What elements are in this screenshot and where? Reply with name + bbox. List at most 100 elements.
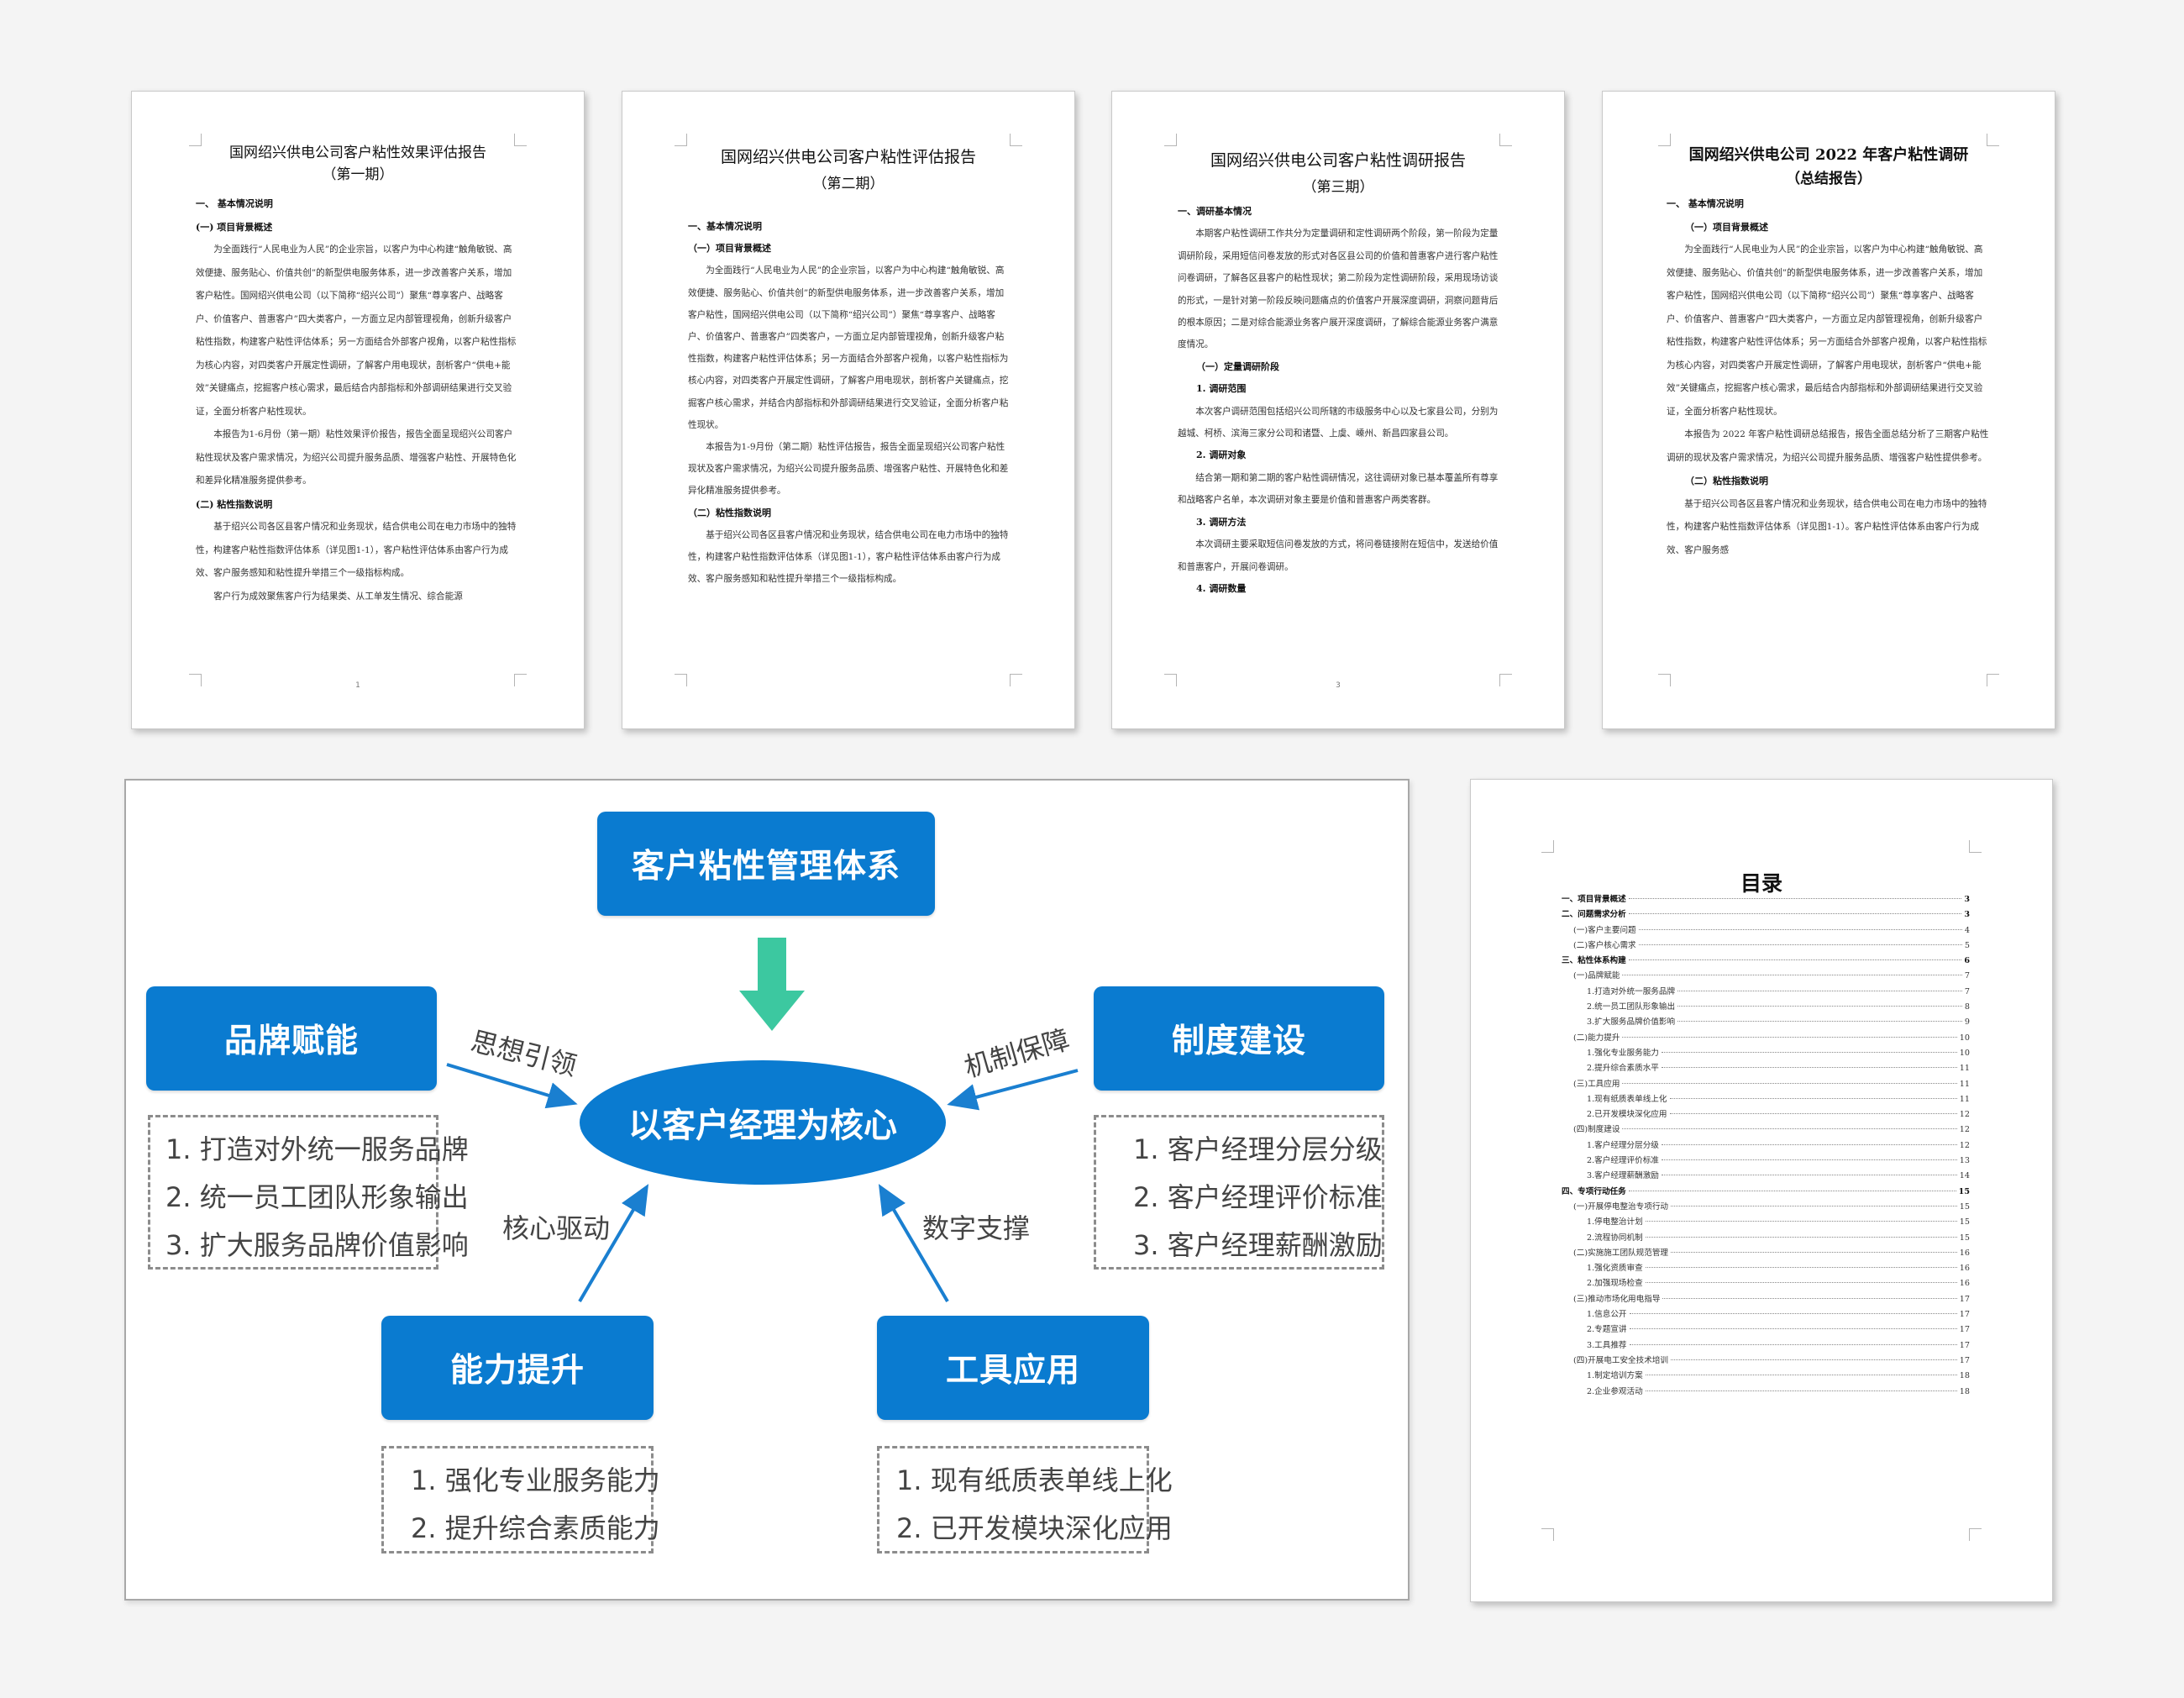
crop-mark bbox=[1541, 840, 1554, 853]
toc-entry-text: (二)实施施工团队规范管理 bbox=[1573, 1248, 1669, 1258]
crop-mark bbox=[1499, 674, 1512, 686]
toc-entry-text: 1.现有纸质表单线上化 bbox=[1587, 1094, 1667, 1104]
toc-entry-page: 5 bbox=[1964, 940, 1970, 950]
paragraph: 为全面践行“人民电业为人民”的企业宗旨，以客户为中心构建“触角敏锐、高效便捷、服… bbox=[196, 244, 517, 417]
page-number: 3 bbox=[1336, 681, 1341, 690]
title-line: 国网绍兴供电公司客户粘性调研报告 bbox=[1210, 151, 1466, 170]
toc-entry-page: 13 bbox=[1959, 1156, 1970, 1166]
toc-entry-text: 一、项目背景概述 bbox=[1562, 895, 1626, 904]
toc-entry-page: 6 bbox=[1964, 956, 1970, 966]
toc-entry-text: 1.打造对外统一服务品牌 bbox=[1587, 986, 1676, 996]
tools-box: 工具应用 bbox=[877, 1316, 1149, 1420]
subheading: （一）项目背景概述 bbox=[688, 243, 771, 255]
system-box: 制度建设 bbox=[1094, 986, 1384, 1091]
toc-entry-text: (四)制度建设 bbox=[1573, 1125, 1620, 1135]
toc-entry-page: 15 bbox=[1959, 1217, 1970, 1228]
arrow-brand bbox=[446, 1063, 578, 1109]
toc-entry-text: 2.企业参观活动 bbox=[1587, 1386, 1643, 1396]
toc-entry-page: 16 bbox=[1959, 1279, 1970, 1289]
paragraph: 本报告为 2022 年客户粘性调研总结报告，报告全面总结分析了三期客户粘性调研的… bbox=[1667, 429, 1989, 463]
toc-entry-page: 10 bbox=[1959, 1048, 1970, 1058]
toc-entry[interactable]: 2.企业参观活动 18 bbox=[1562, 1385, 1970, 1400]
ability-items: 1. 强化专业服务能力 2. 提升综合素质能力 bbox=[381, 1446, 660, 1553]
toc-entry-text: 三、粘性体系构建 bbox=[1562, 956, 1626, 966]
toc-entry-page: 3 bbox=[1964, 895, 1970, 904]
toc-entry-text: 2.提升综合素质水平 bbox=[1587, 1064, 1659, 1074]
toc-leader-dots bbox=[1661, 1159, 1957, 1161]
toc-entry-page: 18 bbox=[1959, 1386, 1970, 1396]
toc-leader-dots bbox=[1622, 1128, 1957, 1130]
crop-mark bbox=[675, 134, 687, 146]
toc-entry-text: 四、专项行动任务 bbox=[1562, 1186, 1626, 1196]
crop-mark bbox=[1164, 674, 1177, 686]
crop-mark bbox=[1658, 674, 1671, 686]
paragraph: 为全面践行“人民电业为人民”的企业宗旨，以客户为中心构建“触角敏锐、高效便捷、服… bbox=[688, 265, 1009, 430]
report-page-1: 国网绍兴供电公司客户粘性效果评估报告 （第一期） 一、 基本情况说明 (一) 项… bbox=[131, 91, 585, 729]
core-ellipse: 以客户经理为核心 bbox=[580, 1060, 946, 1185]
list-item: 1. 强化专业服务能力 bbox=[411, 1464, 660, 1496]
toc-entry[interactable]: 一、项目背景概述 3 bbox=[1562, 892, 1970, 907]
toc-leader-dots bbox=[1645, 1221, 1957, 1222]
toc-entry[interactable]: (四)制度建设 12 bbox=[1562, 1122, 1970, 1138]
toc-leader-dots bbox=[1645, 1282, 1957, 1284]
title-line: 国网绍兴供电公司 2022 年客户粘性调研 bbox=[1688, 146, 1969, 164]
page-body: 一、调研基本情况 本期客户粘性调研工作共分为定量调研和定性调研两个阶段，第一阶段… bbox=[1178, 201, 1499, 600]
subheading: （二）粘性指数说明 bbox=[688, 507, 771, 518]
toc-entry-page: 17 bbox=[1959, 1294, 1970, 1304]
toc-leader-dots bbox=[1622, 1082, 1957, 1084]
brand-items: 1. 打造对外统一服务品牌 2. 统一员工团队形象输出 3. 扩大服务品牌价值影… bbox=[148, 1115, 469, 1270]
toc-entry-page: 10 bbox=[1959, 1033, 1970, 1043]
heading: 一、 基本情况说明 bbox=[196, 198, 273, 209]
page-number: 1 bbox=[355, 681, 360, 690]
toc-entry-page: 8 bbox=[1964, 1002, 1970, 1012]
toc-leader-dots bbox=[1638, 944, 1962, 945]
toc-entry[interactable]: 2.客户经理评价标准 13 bbox=[1562, 1154, 1970, 1169]
toc-entry[interactable]: 三、粘性体系构建 6 bbox=[1562, 954, 1970, 969]
toc-leader-dots bbox=[1645, 1390, 1957, 1391]
crop-mark bbox=[189, 134, 202, 146]
toc-entry-text: 1.客户经理分层分级 bbox=[1587, 1140, 1659, 1150]
arrow-label-ability: 核心驱动 bbox=[502, 1212, 611, 1244]
crop-mark bbox=[1658, 134, 1671, 146]
paragraph: 基于绍兴公司各区县客户情况和业务现状，结合供电公司在电力市场中的独特性，构建客户… bbox=[688, 529, 1009, 585]
toc-entry-text: (一)客户主要问题 bbox=[1573, 925, 1636, 935]
paragraph: 本次客户调研范围包括绍兴公司所辖的市级服务中心以及七家县公司，分别为越城、柯桥、… bbox=[1178, 406, 1499, 439]
list-item: 1. 现有纸质表单线上化 bbox=[896, 1464, 1173, 1496]
toc-entry-text: 2.客户经理评价标准 bbox=[1587, 1156, 1659, 1166]
arrow-tools bbox=[878, 1184, 949, 1303]
toc-entry-page: 14 bbox=[1959, 1171, 1970, 1181]
crop-mark bbox=[1969, 840, 1982, 853]
toc-leader-dots bbox=[1671, 1359, 1957, 1360]
toc-entry-text: 二、问题需求分析 bbox=[1562, 910, 1626, 920]
toc-entry-page: 12 bbox=[1959, 1125, 1970, 1135]
